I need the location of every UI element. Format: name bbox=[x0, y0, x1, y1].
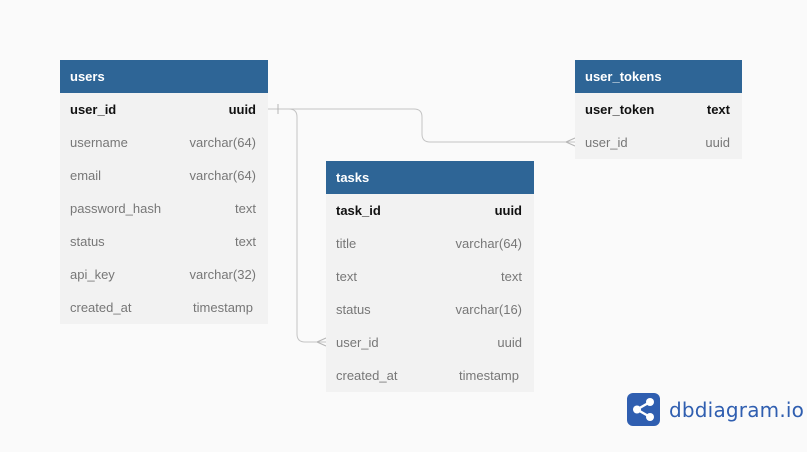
table-users[interactable]: users user_id uuid username varchar(64) … bbox=[60, 60, 268, 324]
table-header-user-tokens[interactable]: user_tokens bbox=[575, 60, 742, 93]
table-header-users[interactable]: users bbox=[60, 60, 268, 93]
field-type: varchar(64) bbox=[455, 236, 522, 251]
field-row-status[interactable]: status varchar(16) bbox=[326, 293, 534, 326]
field-name: user_id bbox=[70, 102, 117, 117]
many-marker-user-tokens bbox=[565, 137, 576, 147]
field-type: text bbox=[501, 269, 522, 284]
field-name: username bbox=[70, 135, 128, 150]
field-type: uuid bbox=[497, 335, 522, 350]
field-name: status bbox=[70, 234, 105, 249]
field-name: task_id bbox=[336, 203, 381, 218]
table-user-tokens[interactable]: user_tokens user_token text user_id uuid bbox=[575, 60, 742, 159]
field-name: user_token bbox=[585, 102, 655, 117]
field-row-created-at[interactable]: created_at timestamp bbox=[326, 359, 534, 392]
field-type: uuid bbox=[494, 203, 522, 218]
logo-text: dbdiagram.io bbox=[669, 397, 805, 422]
field-row-status[interactable]: status text bbox=[60, 225, 268, 258]
field-row-username[interactable]: username varchar(64) bbox=[60, 126, 268, 159]
field-row-user-id[interactable]: user_id uuid bbox=[60, 93, 268, 126]
field-type: varchar(32) bbox=[189, 267, 256, 282]
relation-users-tasks bbox=[268, 108, 326, 343]
relation-users-user-tokens bbox=[268, 108, 575, 143]
field-name: title bbox=[336, 236, 357, 251]
field-name: api_key bbox=[70, 267, 115, 282]
field-type: timestamp bbox=[193, 300, 253, 315]
field-row-user-id[interactable]: user_id uuid bbox=[575, 126, 742, 159]
field-type: varchar(64) bbox=[189, 168, 256, 183]
field-row-title[interactable]: title varchar(64) bbox=[326, 227, 534, 260]
field-row-user-id[interactable]: user_id uuid bbox=[326, 326, 534, 359]
field-row-created-at[interactable]: created_at timestamp bbox=[60, 291, 268, 324]
table-header-tasks[interactable]: tasks bbox=[326, 161, 534, 194]
field-type: uuid bbox=[228, 102, 256, 117]
field-type: timestamp bbox=[459, 368, 519, 383]
field-name: status bbox=[336, 302, 371, 317]
field-row-email[interactable]: email varchar(64) bbox=[60, 159, 268, 192]
field-row-api-key[interactable]: api_key varchar(32) bbox=[60, 258, 268, 291]
many-marker-tasks bbox=[316, 337, 327, 347]
field-row-user-token[interactable]: user_token text bbox=[575, 93, 742, 126]
field-type: uuid bbox=[705, 135, 730, 150]
field-type: text bbox=[235, 201, 256, 216]
field-type: text bbox=[235, 234, 256, 249]
field-name: email bbox=[70, 168, 102, 183]
table-tasks[interactable]: tasks task_id uuid title varchar(64) tex… bbox=[326, 161, 534, 392]
share-network-icon bbox=[627, 393, 660, 426]
field-name: password_hash bbox=[70, 201, 162, 216]
field-type: varchar(16) bbox=[455, 302, 522, 317]
dbdiagram-logo[interactable]: dbdiagram.io bbox=[627, 393, 804, 426]
field-type: text bbox=[706, 102, 730, 117]
field-row-text[interactable]: text text bbox=[326, 260, 534, 293]
field-name: user_id bbox=[336, 335, 379, 350]
field-name: created_at bbox=[336, 368, 398, 383]
field-name: created_at bbox=[70, 300, 132, 315]
field-name: user_id bbox=[585, 135, 628, 150]
field-row-password-hash[interactable]: password_hash text bbox=[60, 192, 268, 225]
field-name: text bbox=[336, 269, 357, 284]
field-type: varchar(64) bbox=[189, 135, 256, 150]
field-row-task-id[interactable]: task_id uuid bbox=[326, 194, 534, 227]
